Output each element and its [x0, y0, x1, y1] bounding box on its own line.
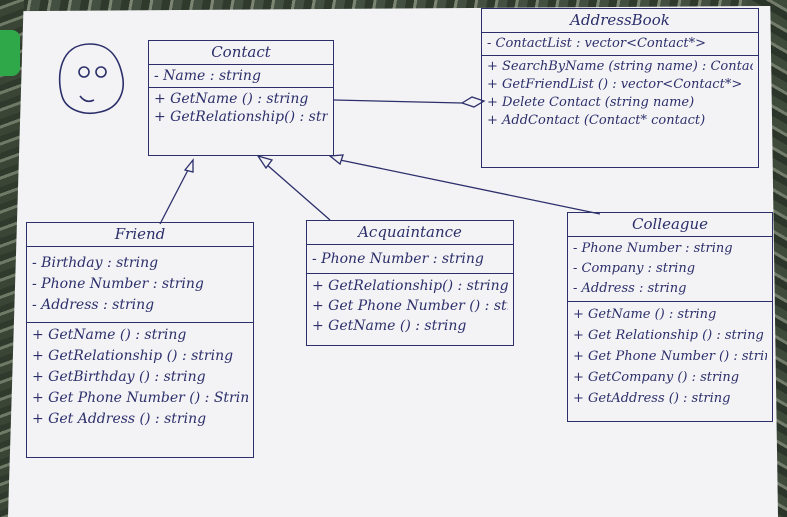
attribute: - Phone Number : string	[312, 251, 484, 267]
class-name: Colleague	[568, 213, 772, 237]
attributes-section: - Birthday : string - Phone Number : str…	[27, 247, 253, 322]
aggregation-connector	[333, 96, 486, 108]
attribute: - Address : string	[573, 281, 687, 296]
method: + GetName () : string	[573, 307, 717, 322]
inheritance-acquaintance	[256, 154, 331, 221]
method: + GetBirthday () : string	[32, 369, 206, 385]
attribute: - Company : string	[573, 261, 696, 276]
method: + GetName () : string	[32, 327, 187, 343]
methods-section: + GetRelationship() : string + Get Phone…	[307, 273, 513, 338]
class-colleague: Colleague - Phone Number : string - Comp…	[567, 212, 773, 422]
class-name: Friend	[27, 223, 253, 247]
methods-section: + SearchByName (string name) : Contact* …	[482, 55, 758, 132]
attribute: - Name : string	[154, 68, 261, 84]
class-address-book: AddressBook - ContactList : vector<Conta…	[481, 8, 759, 168]
inheritance-colleague	[328, 154, 601, 215]
method: + AddContact (Contact* contact)	[487, 113, 706, 128]
class-contact: Contact - Name : string + GetName () : s…	[148, 40, 334, 156]
attribute: - Birthday : string	[32, 255, 159, 271]
method: + GetRelationship() : string	[154, 109, 328, 125]
class-acquaintance: Acquaintance - Phone Number : string + G…	[306, 220, 514, 346]
method: + Get Phone Number () : string	[573, 349, 767, 364]
green-marker	[0, 30, 20, 76]
paper-sheet	[8, 6, 778, 517]
methods-section: + GetName () : string + GetRelationship …	[27, 322, 253, 432]
method: + Get Phone Number () : string	[312, 298, 508, 314]
attributes-section: - ContactList : vector<Contact*>	[482, 33, 758, 55]
method: + Get Relationship () : string	[573, 328, 764, 343]
method: + GetCompany () : string	[573, 370, 740, 385]
attribute: - Phone Number : string	[32, 276, 204, 292]
attribute: - Address : string	[32, 297, 155, 313]
method: + Get Phone Number () : String	[32, 390, 248, 406]
doodle-face-icon	[58, 43, 124, 114]
method: + GetName () : string	[154, 91, 309, 107]
method: + GetRelationship () : string	[32, 348, 234, 364]
inheritance-friend	[159, 158, 194, 225]
attribute: - ContactList : vector<Contact*>	[487, 36, 706, 51]
method: + GetName () : string	[312, 318, 467, 334]
class-name: Acquaintance	[307, 221, 513, 245]
methods-section: + GetName () : string + GetRelationship(…	[149, 87, 333, 128]
attributes-section: - Name : string	[149, 65, 333, 87]
methods-section: + GetName () : string + Get Relationship…	[568, 301, 772, 411]
method: + Get Address () : string	[32, 411, 207, 427]
method: + SearchByName (string name) : Contact*	[487, 59, 753, 74]
method: + Delete Contact (string name)	[487, 95, 695, 110]
class-name: Contact	[149, 41, 333, 65]
class-friend: Friend - Birthday : string - Phone Numbe…	[26, 222, 254, 458]
method: + GetRelationship() : string	[312, 278, 508, 294]
attributes-section: - Phone Number : string	[307, 245, 513, 273]
attribute: - Phone Number : string	[573, 241, 733, 256]
method: + GetFriendList () : vector<Contact*>	[487, 77, 743, 92]
attributes-section: - Phone Number : string - Company : stri…	[568, 237, 772, 301]
method: + GetAddress () : string	[573, 391, 731, 406]
class-name: AddressBook	[482, 9, 758, 33]
